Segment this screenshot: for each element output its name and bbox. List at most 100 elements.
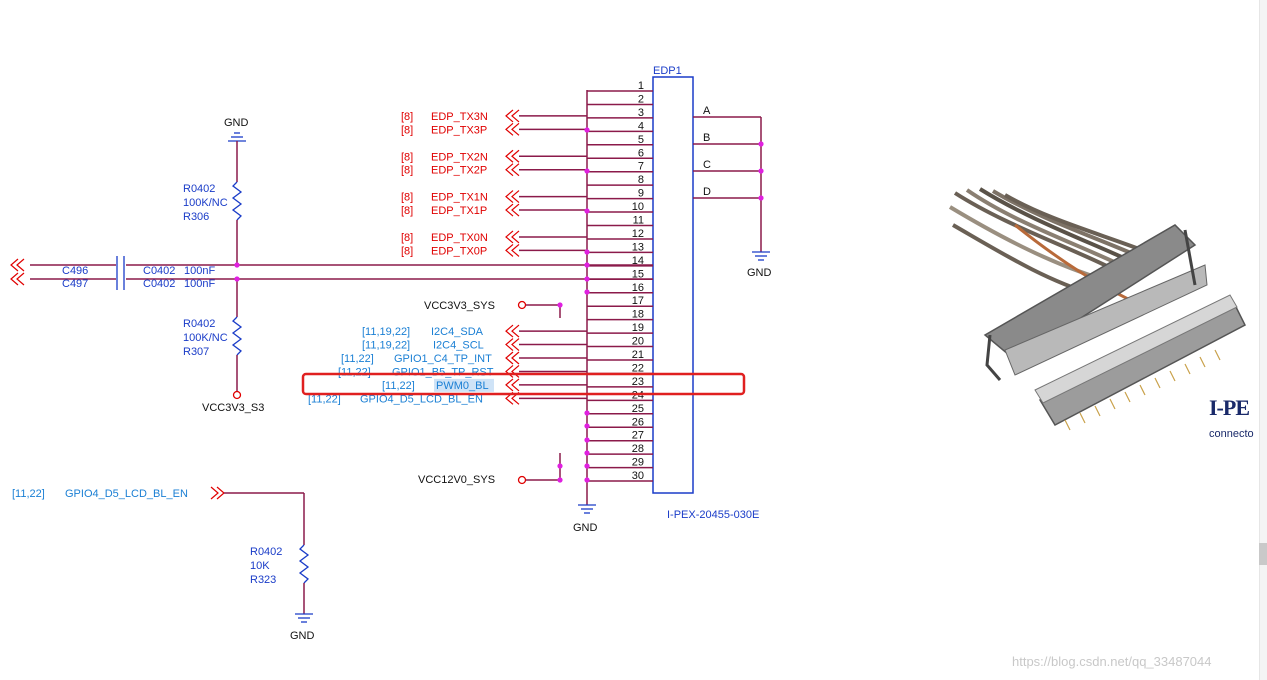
gnd-symbol-bus [578,504,596,514]
junction-dot [584,463,590,469]
net-arrow-tx0p [505,243,514,257]
junction-dot [584,437,590,443]
pin-number-23: 23 [632,376,644,388]
net-arrow-tx1p [505,203,514,217]
pin-number-16: 16 [632,282,644,294]
pin-number-13: 13 [632,241,644,253]
r307-ref: R307 [183,346,209,358]
junction-dot [584,410,590,416]
plug-shell [1004,264,1208,376]
pin-number-9: 9 [638,188,644,200]
connector-photo [948,187,1246,431]
gnd-symbol-r323 [295,613,313,623]
junction-dot [584,276,590,282]
pin-number-29: 29 [632,457,644,469]
net-arrow-tx2p [505,163,514,177]
net-ref-pwm: [11,22] [382,380,415,392]
connector-part: I-PEX-20455-030E [667,509,759,521]
net-arrow2-tx1p [511,203,520,217]
resistor-r307 [231,316,243,356]
pwm-highlight-box [301,372,746,396]
r323-ref: R323 [250,574,276,586]
scrollbar-track[interactable] [1259,0,1267,680]
resistor-r306 [231,181,243,221]
junction-dot [557,463,563,469]
net-ref-tx0n: [8] [401,232,413,244]
net-arrow-tx3p [505,122,514,136]
net-arrow-pwm [505,378,514,392]
c497-ref: C497 [62,278,88,290]
pin-number-12: 12 [632,228,644,240]
junction-dot [758,195,764,201]
pin-number-17: 17 [632,295,644,307]
net-ref-bl_en: [11,22] [308,393,341,405]
r323-value: 10K [250,560,270,572]
watermark: https://blog.csdn.net/qq_33487044 [1012,654,1212,669]
junction-dot [584,450,590,456]
r306-value: 100K/NC [183,197,228,209]
vcc3v3-s3-port [232,390,242,400]
r307-value: 100K/NC [183,332,228,344]
net-ref-tp_int: [11,22] [341,353,374,365]
ipex-logo: I-PE connecto [1207,393,1259,443]
net-ref-tx3n: [8] [401,111,413,123]
side-pin-label-a: A [703,105,711,117]
bl-en2-arrow [210,486,225,500]
plug-housing [983,224,1197,361]
pin-number-11: 11 [633,215,644,227]
net-arrow2-scl [511,338,520,352]
pin-number-18: 18 [632,309,644,321]
receptacle-pins [1064,349,1221,431]
pin-number-27: 27 [632,430,644,442]
net-arrow-tp_int [505,351,514,365]
pin-number-1: 1 [638,80,644,92]
junction-dot [584,208,590,214]
ipex-logo-sub: connecto [1209,428,1254,440]
pin-number-3: 3 [638,107,644,119]
side-pin-label-d: D [703,186,711,198]
junction-dot [584,289,590,295]
net-ref-tx1p: [8] [401,205,413,217]
net-arrow-scl [505,338,514,352]
net-arrow-sda [505,324,514,338]
junction-dot [584,168,590,174]
connector-ref: EDP1 [653,65,682,77]
net-arrow2-tx0n [511,230,520,244]
net-name-tx2n: EDP_TX2N [431,151,488,163]
net-arrow2-pwm [511,378,520,392]
net-name-tx1p: EDP_TX1P [431,205,487,217]
c497-value: 100nF [184,278,215,290]
net-ref-sda: [11,19,22] [362,326,410,338]
net-arrow2-tx1n [511,190,520,204]
side-pin-label-c: C [703,159,711,171]
pin-number-28: 28 [632,443,644,455]
net-labels: [8]EDP_TX3N[8]EDP_TX3P[8]EDP_TX2N[8]EDP_… [308,109,587,405]
net-arrow-tx2n [505,149,514,163]
vcc3v3-sys-port [517,300,527,310]
net-arrow2-sda [511,324,520,338]
gnd-label-r323: GND [290,630,315,642]
resistor-r323 [298,544,310,584]
pin-number-7: 7 [638,161,644,173]
ipex-logo-mark: I-PE [1209,395,1250,420]
net-ref-tx1n: [8] [401,192,413,204]
vcc12v0-sys-label: VCC12V0_SYS [418,474,495,486]
scrollbar-thumb[interactable] [1259,543,1267,565]
c496-ref: C496 [62,265,88,277]
net-arrow2-tp_rst [511,364,520,378]
net-arrow-tx3n [505,109,514,123]
junction-dot [758,168,764,174]
side-pin-label-b: B [703,132,710,144]
net-name-tp_int: GPIO1_C4_TP_INT [394,353,492,365]
junction-dot [758,141,764,147]
r307-pkg: R0402 [183,318,215,330]
bl-en2-ref: [11,22] [12,488,45,500]
net-arrow2-tx3p [511,122,520,136]
pin-number-19: 19 [632,322,644,334]
cable-wires [948,187,1156,302]
net-arrow2-tx2p [511,163,520,177]
net-ref-tx2n: [8] [401,151,413,163]
net-ref-tx3p: [8] [401,124,413,136]
net-name-pwm: PWM0_BL [436,380,489,392]
vcc12v0-sys-port [517,475,527,485]
